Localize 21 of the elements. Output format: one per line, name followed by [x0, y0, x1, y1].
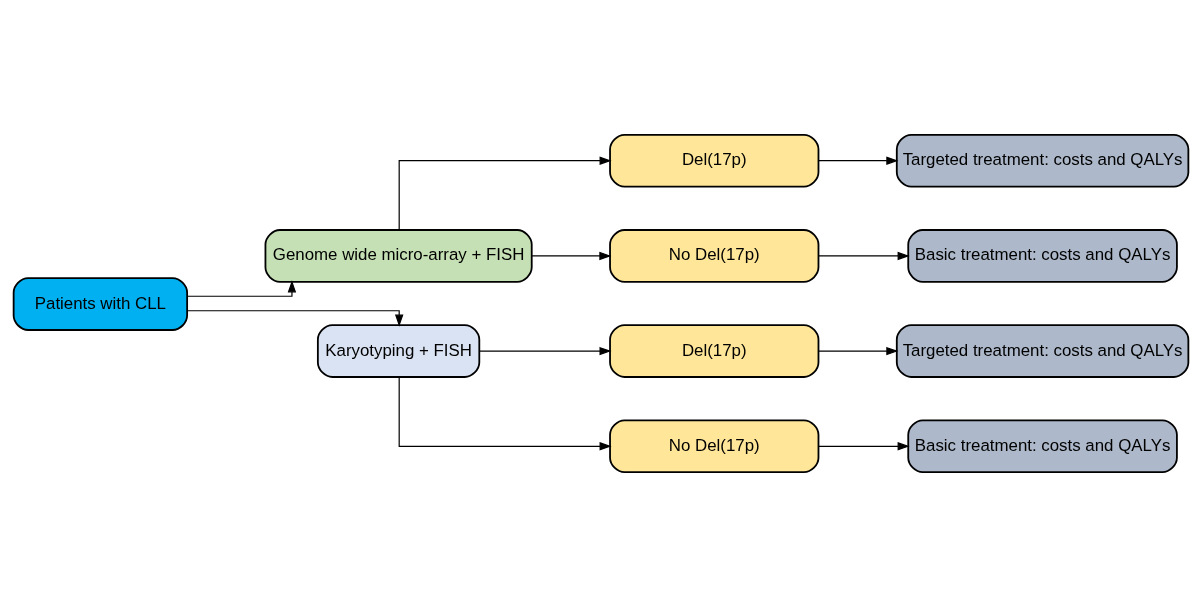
arrow [818, 251, 910, 261]
arrow [818, 442, 910, 451]
arrow [186, 310, 404, 327]
arrow [531, 251, 612, 261]
arrow [818, 346, 899, 356]
node-box: Patients with CLL [12, 277, 189, 331]
node-box: Basic treatment: costs and QALYs [907, 229, 1178, 283]
node-box: No Del(17p) [609, 419, 820, 474]
arrow [478, 346, 612, 356]
node-box: Del(17p) [609, 324, 820, 378]
node-box: No Del(17p) [609, 229, 820, 283]
arrow [186, 280, 297, 297]
node-box: Basic treatment: costs and QALYs [907, 419, 1178, 474]
node-box: Genome wide micro-array + FISH [264, 229, 533, 283]
node-box: Targeted treatment: costs and QALYs [895, 133, 1190, 188]
arrow [398, 376, 612, 451]
node-box: Karyotyping + FISH [316, 324, 481, 378]
node-box: Del(17p) [609, 133, 820, 188]
node-box: Targeted treatment: costs and QALYs [895, 324, 1190, 378]
arrow [398, 156, 612, 231]
arrow [818, 156, 899, 165]
